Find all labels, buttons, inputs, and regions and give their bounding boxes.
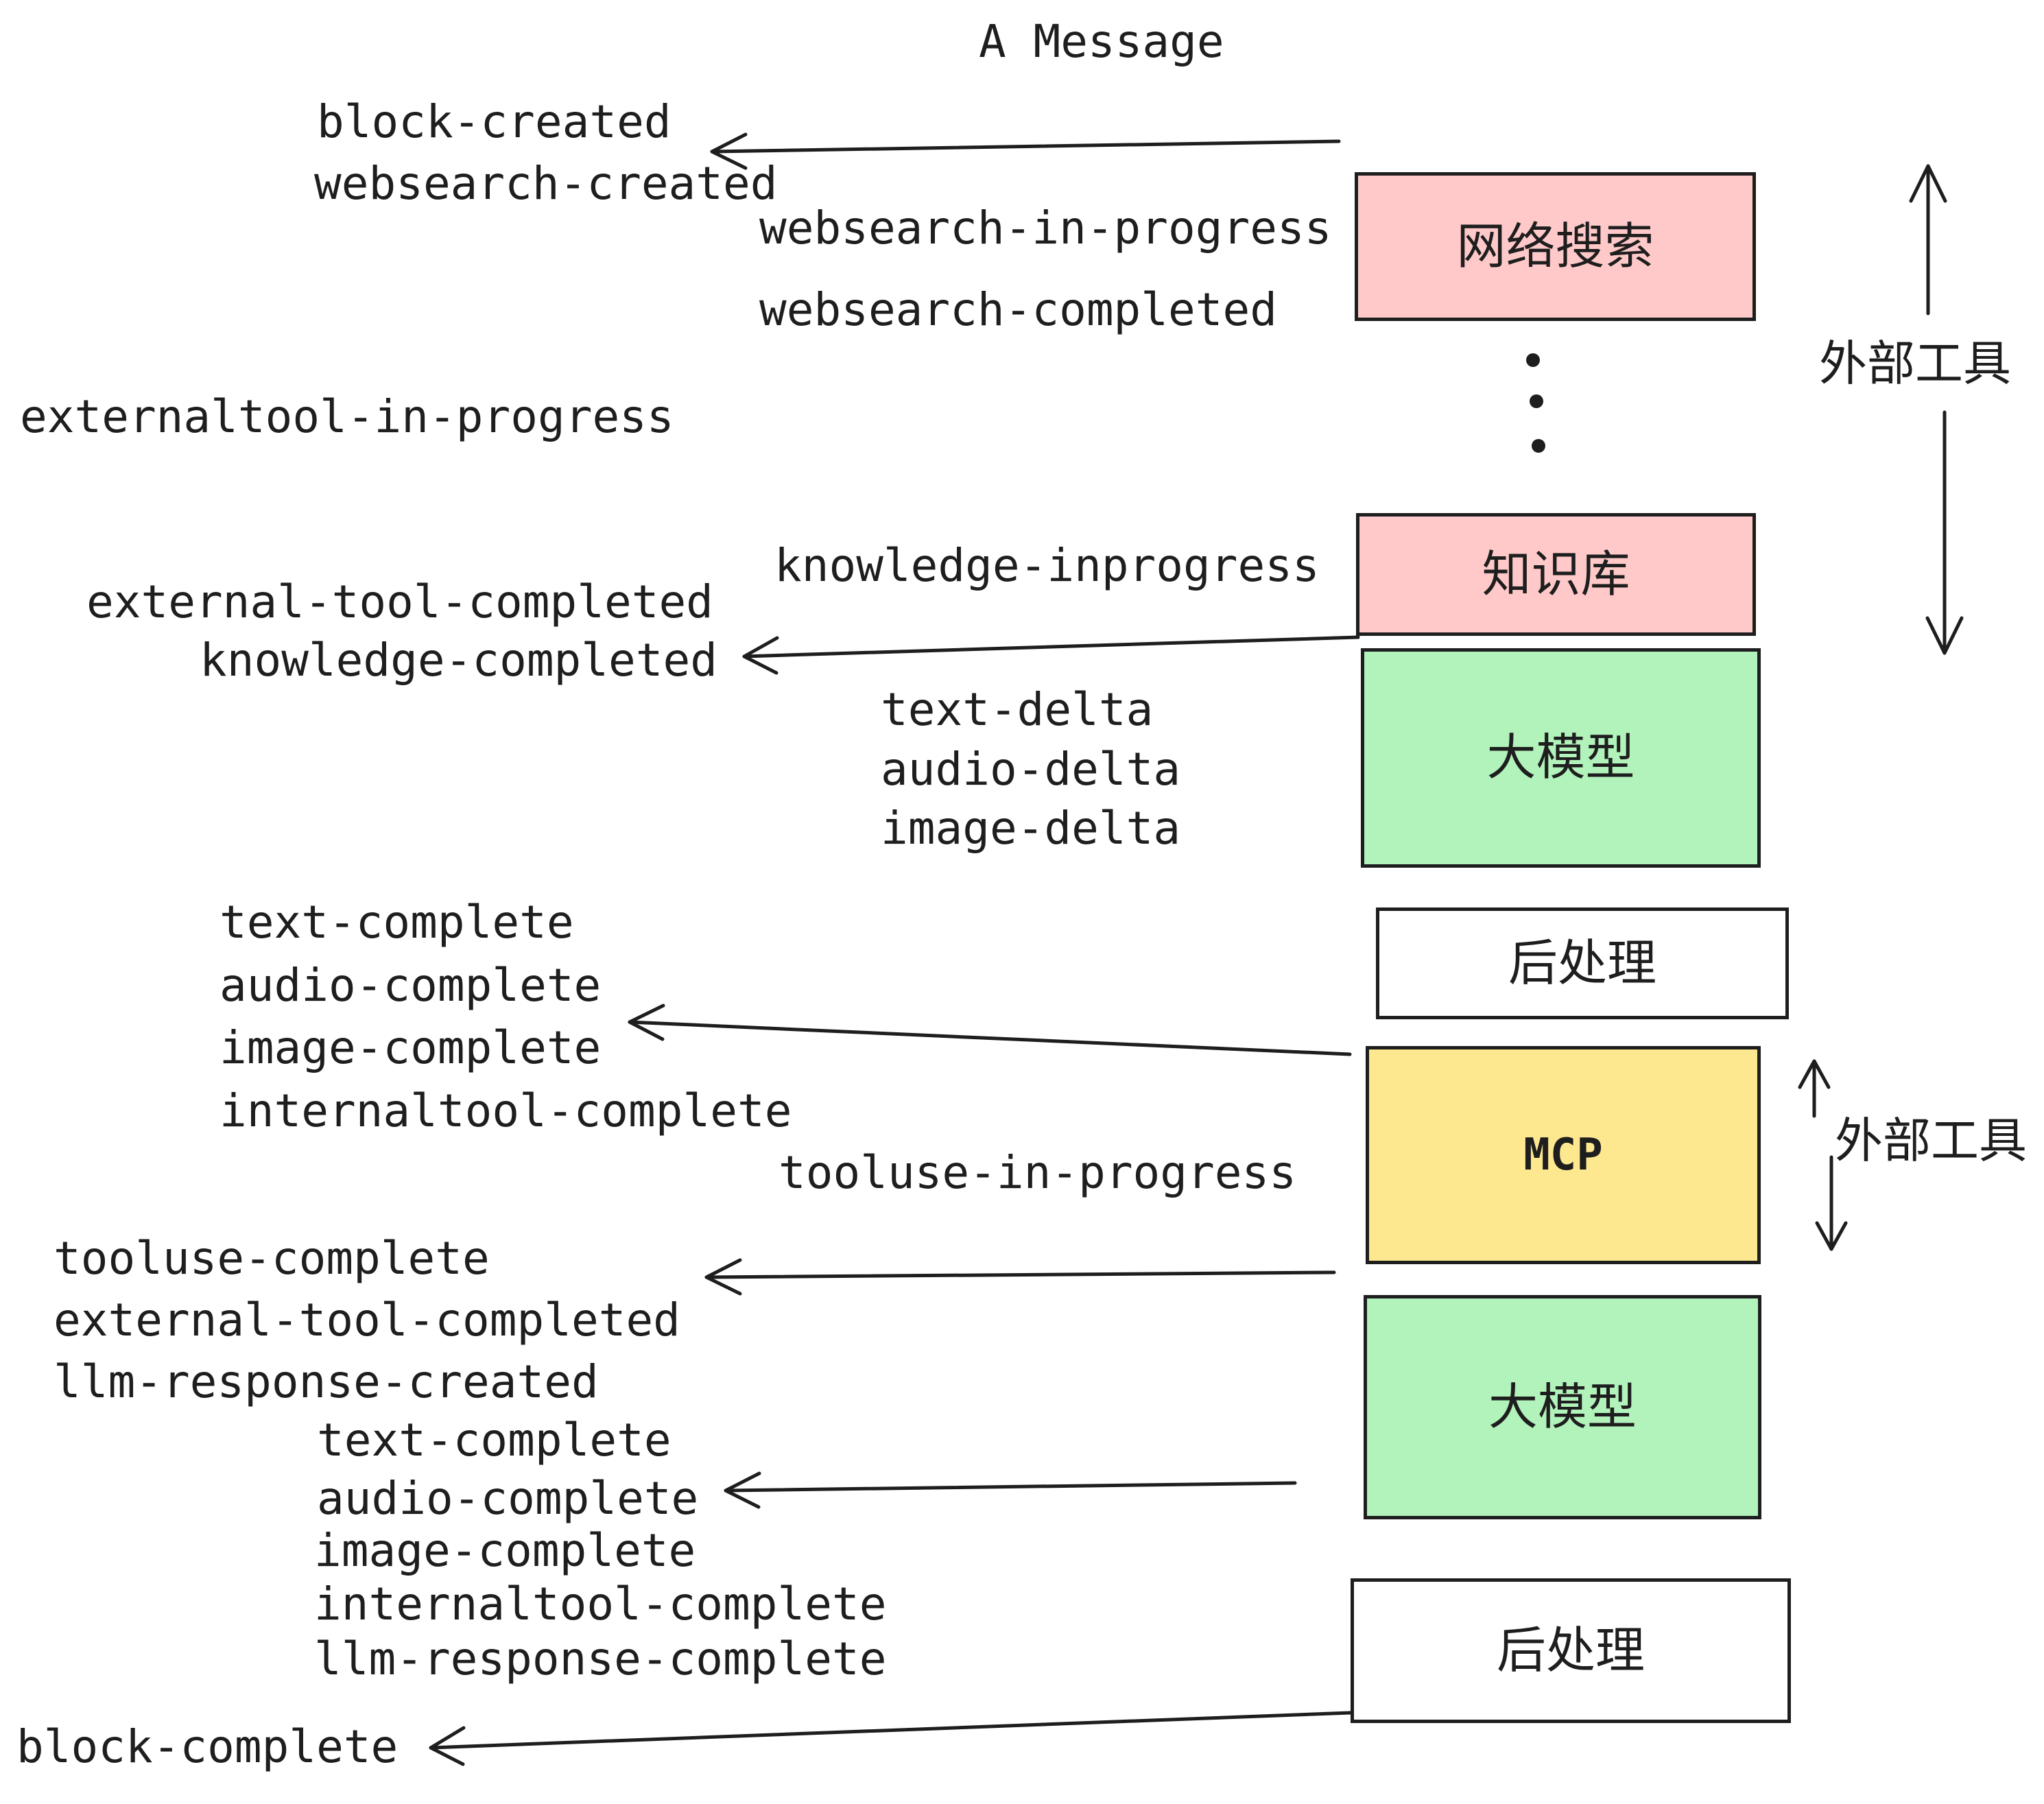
arrow-tooluse-complete [704,1258,1336,1296]
event-label-audio-complete: audio-complete [219,959,602,1012]
event-label-tooluse-complete: tooluse-complete [54,1232,490,1285]
box-knowledge-base: 知识库 [1356,513,1756,636]
box-postprocess-1: 后处理 [1376,907,1789,1019]
box-web-search: 网络搜索 [1355,172,1756,321]
event-label-tooluse-in-progress: tooluse-in-progress [779,1146,1296,1199]
external-tools-mcp-down-arrow [1815,1155,1848,1251]
event-label-image-complete: image-complete [219,1021,602,1074]
event-label-text-delta: text-delta [881,683,1154,736]
event-label-internaltool-complete-2: internaltool-complete [314,1578,887,1630]
box-llm-2: 大模型 [1364,1295,1761,1519]
event-label-external-tool-completed-2: external-tool-completed [54,1294,680,1346]
box-postprocess-2: 后处理 [1351,1578,1791,1723]
box-postprocess-1-label: 后处理 [1508,936,1656,991]
external-tools-top-down-arrow [1925,410,1964,655]
event-label-external-tool-completed: external-tool-completed [86,575,713,628]
event-label-llm-response-complete: llm-response-complete [314,1633,887,1685]
event-label-knowledge-inprogress: knowledge-inprogress [774,539,1320,592]
ellipsis-dots-icon [1526,353,1545,453]
arrow-audio-complete [724,1471,1297,1509]
external-tools-top-up-arrow [1909,164,1947,316]
box-mcp: MCP [1366,1046,1761,1264]
event-label-llm-response-created: llm-response-created [54,1355,599,1408]
event-label-knowledge-completed: knowledge-completed [200,634,717,687]
external-tools-mcp-up-arrow [1798,1059,1831,1118]
event-label-websearch-completed: websearch-completed [759,283,1277,336]
event-label-audio-delta: audio-delta [881,743,1181,796]
arrow-knowledge-completed [742,635,1360,675]
event-label-text-complete: text-complete [219,896,574,949]
box-llm-1-label: 大模型 [1486,731,1635,785]
event-label-websearch-created: websearch-created [314,157,778,210]
diagram-title: A Message [979,15,1224,68]
box-postprocess-2-label: 后处理 [1496,1623,1645,1678]
event-label-text-complete-2: text-complete [317,1414,672,1467]
event-label-externaltool-in-progress: externaltool-in-progress [20,390,674,443]
box-llm-1: 大模型 [1361,648,1761,868]
event-label-image-delta: image-delta [881,802,1181,855]
box-knowledge-base-label: 知识库 [1482,547,1630,602]
arrow-block-created [710,132,1341,170]
box-web-search-label: 网络搜索 [1456,219,1654,274]
external-tools-label-top: 外部工具 [1819,337,2011,390]
external-tools-label-mcp: 外部工具 [1835,1114,2027,1167]
arrow-image-complete [628,1004,1352,1056]
arrow-block-complete [429,1711,1353,1766]
event-label-internaltool-complete: internaltool-complete [219,1084,792,1137]
event-label-image-complete-2: image-complete [314,1524,696,1577]
event-label-block-created: block-created [317,95,672,148]
box-mcp-label: MCP [1523,1130,1603,1180]
event-label-audio-complete-2: audio-complete [317,1472,699,1525]
event-label-block-complete: block-complete [16,1720,399,1773]
box-llm-2-label: 大模型 [1488,1379,1637,1435]
event-label-websearch-in-progress: websearch-in-progress [759,202,1332,254]
